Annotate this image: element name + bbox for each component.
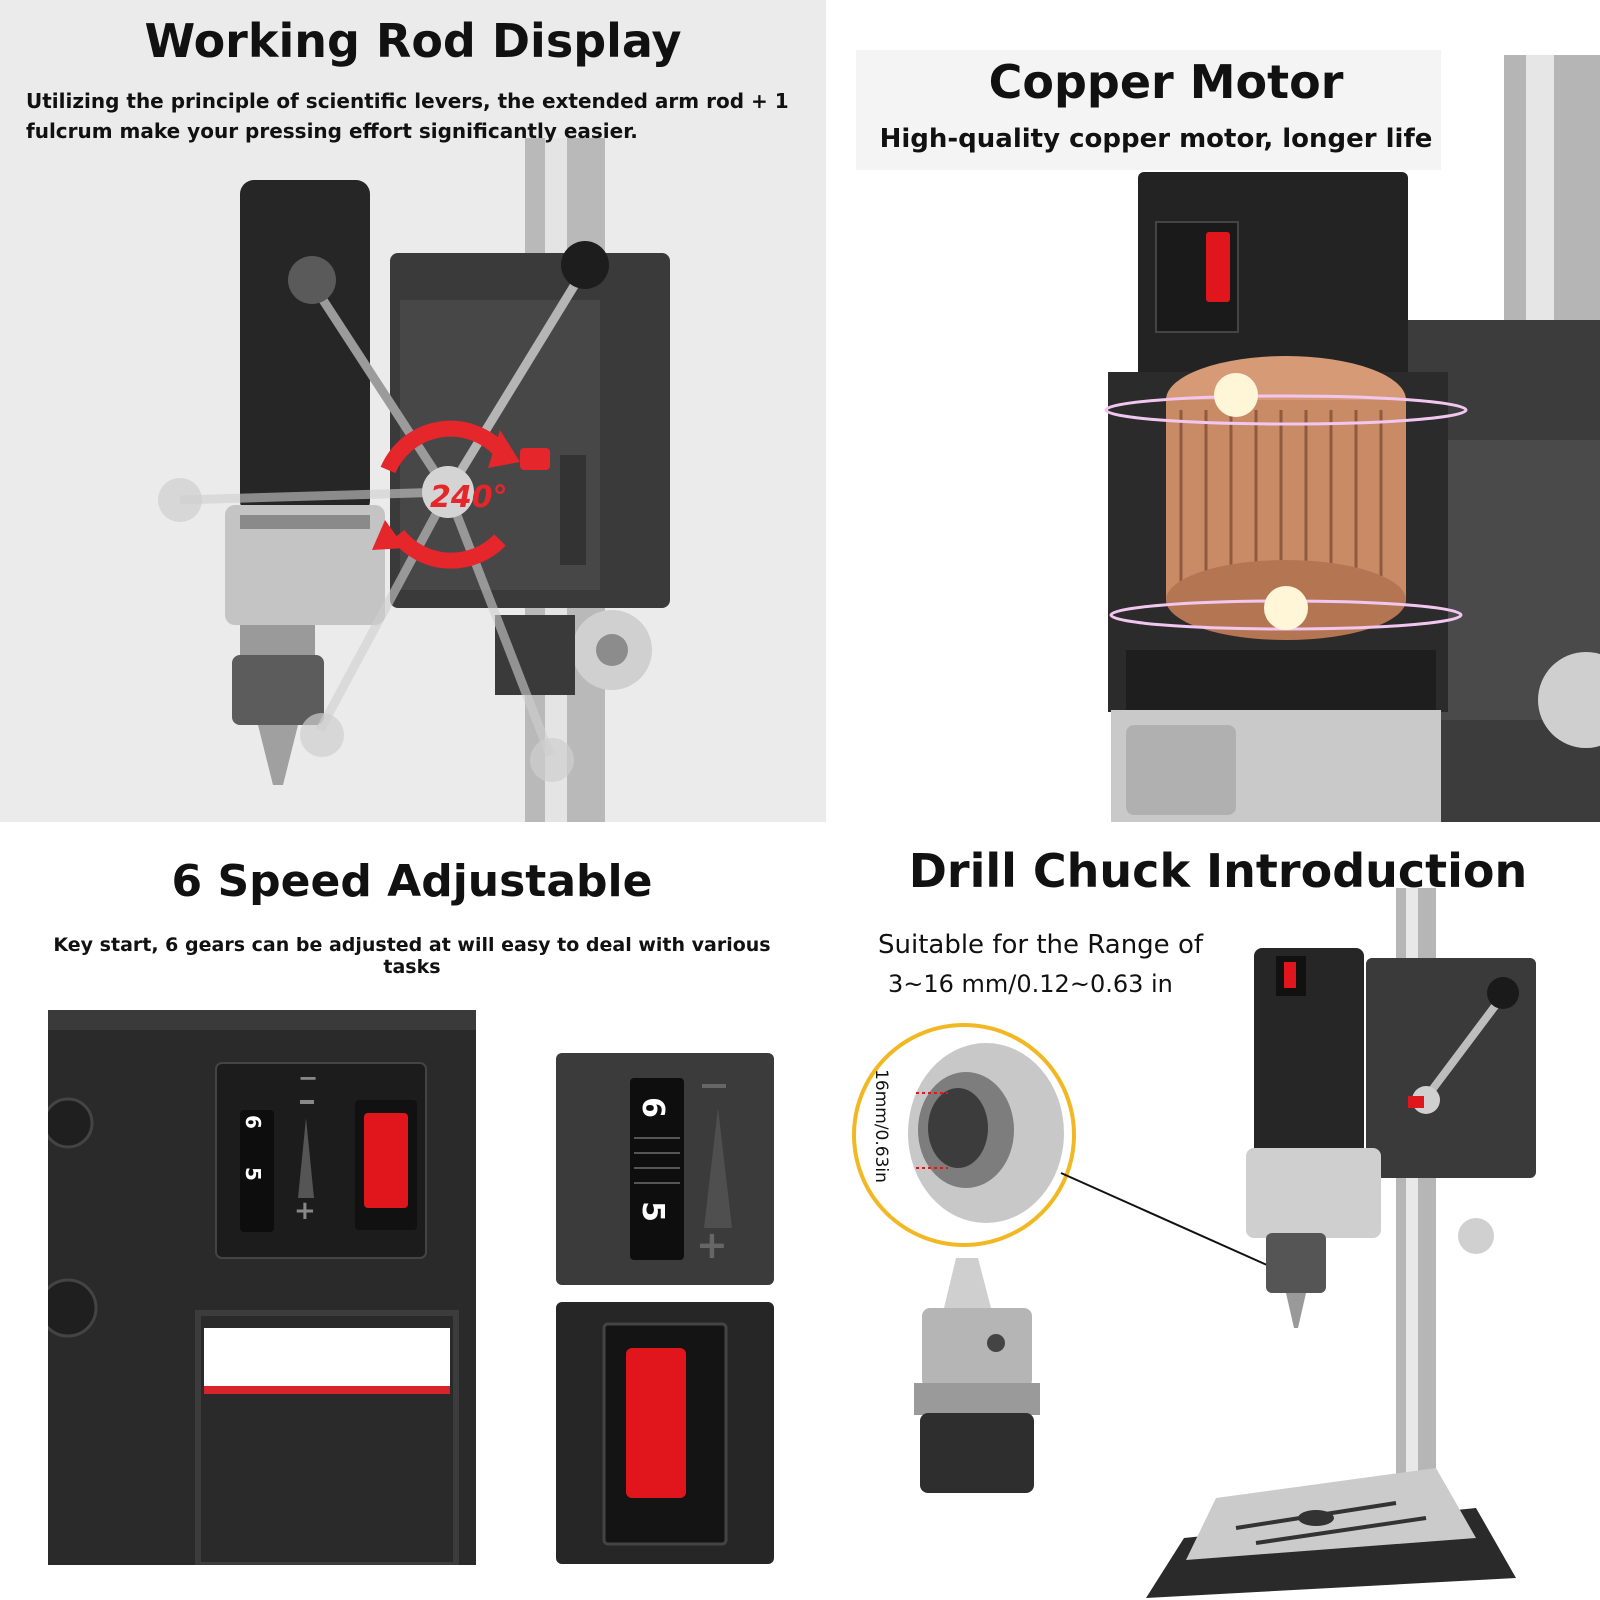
copper-motor-title: Copper Motor bbox=[988, 55, 1344, 109]
speed-title: 6 Speed Adjustable bbox=[171, 856, 653, 907]
dial-minus-sign: − bbox=[298, 1064, 319, 1092]
panel-drill-chuck: Drill Chuck Introduction Suitable for th… bbox=[836, 838, 1600, 1600]
chuck-range-line-1: Suitable for the Range of bbox=[878, 930, 1203, 960]
chuck-range-line-2: 3~16 mm/0.12~0.63 in bbox=[888, 970, 1173, 998]
bore-diameter-label: 16mm/0.63in bbox=[870, 1069, 891, 1183]
speed-subtitle: Key start, 6 gears can be adjusted at wi… bbox=[53, 934, 771, 978]
working-rod-title: Working Rod Display bbox=[144, 14, 682, 68]
dial-plus-sign: + bbox=[294, 1196, 316, 1226]
dial-number-bottom: 5 bbox=[240, 1167, 265, 1181]
drill-press-lever-illustration bbox=[158, 138, 670, 822]
drill-chuck-title: Drill Chuck Introduction bbox=[908, 844, 1528, 898]
dial-number-top: 6 bbox=[240, 1115, 265, 1129]
zoom-dial-plus-sign: + bbox=[696, 1223, 728, 1267]
drill-chuck-illustration bbox=[852, 888, 1536, 1598]
panel-working-rod: Working Rod Display Utilizing the princi… bbox=[0, 0, 826, 822]
speed-dial-illustration bbox=[48, 1010, 774, 1565]
rotation-angle-label: 240° bbox=[430, 480, 508, 515]
copper-motor-illustration bbox=[856, 50, 1600, 822]
panel-copper-motor: Copper Motor High-quality copper motor, … bbox=[826, 0, 1600, 822]
copper-motor-subtitle: High-quality copper motor, longer life bbox=[879, 124, 1433, 154]
zoom-dial-number-top: 6 bbox=[634, 1097, 670, 1118]
working-rod-subtitle: Utilizing the principle of scientific le… bbox=[26, 89, 789, 143]
panel-speed-adjustable: 6 Speed Adjustable Key start, 6 gears ca… bbox=[48, 838, 776, 1565]
zoom-dial-number-bottom: 5 bbox=[634, 1201, 670, 1222]
